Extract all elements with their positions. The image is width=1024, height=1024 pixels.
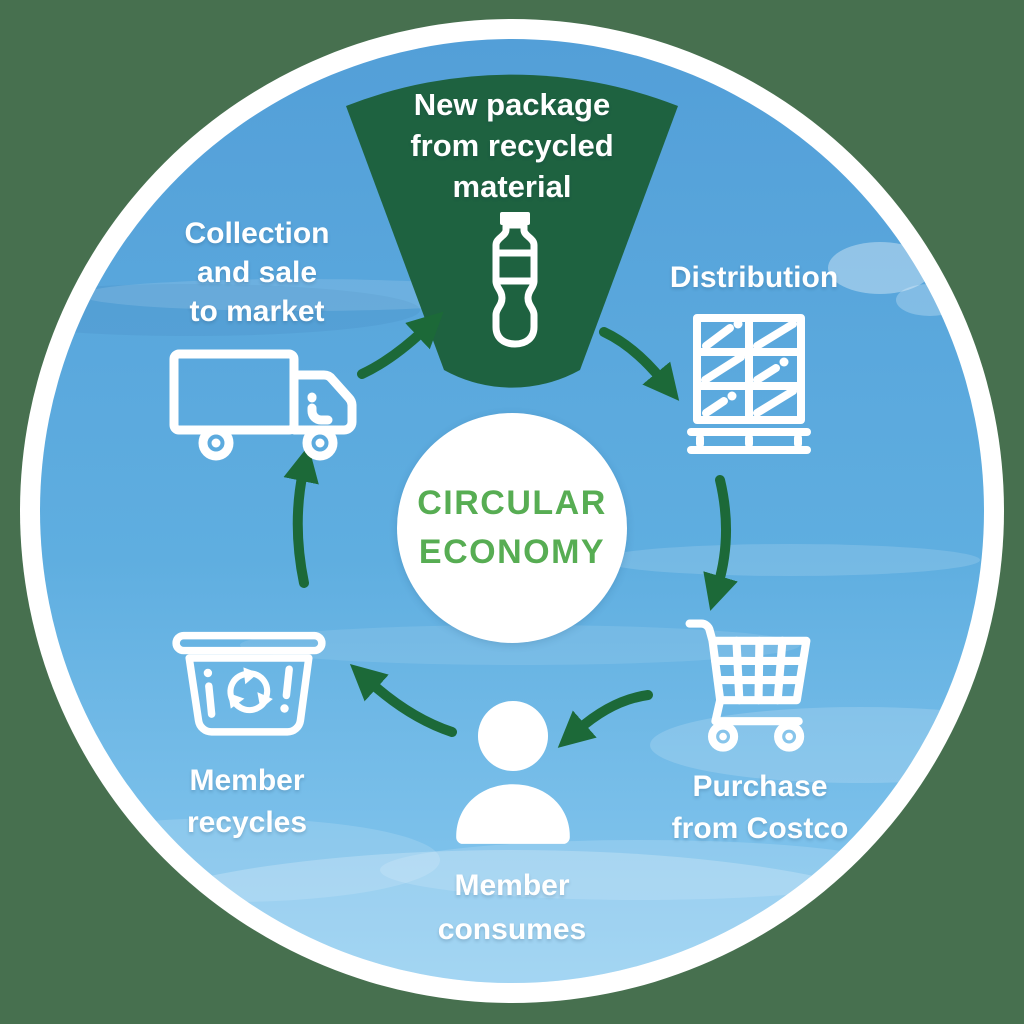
label-purchase-from-costco: Purchase from Costco <box>671 770 849 845</box>
person-icon <box>456 700 570 844</box>
new-package-wedge <box>346 74 678 388</box>
center-title-line1: CIRCULAR <box>417 483 607 522</box>
flow-arrows <box>283 311 738 748</box>
label-member-recycles: Member recycles <box>186 764 308 839</box>
recycle-bin-icon <box>172 631 326 736</box>
delivery-truck-icon <box>169 349 357 461</box>
center-circle: CIRCULAR ECONOMY <box>397 413 627 643</box>
bottle-icon <box>492 212 538 348</box>
pallet-crates-icon <box>687 314 811 454</box>
arrow-distribution-to-purchase <box>703 475 738 611</box>
center-title-line2: ECONOMY <box>418 533 606 571</box>
shopping-cart-icon <box>685 619 811 752</box>
arrow-member-consumes-to-member-recycles <box>349 663 457 737</box>
arrow-new-package-to-distribution <box>599 327 680 401</box>
label-new-package: New package from recycled material <box>410 87 614 205</box>
label-distribution: Distribution <box>669 261 839 294</box>
recycling-arrows-glyph <box>227 667 273 714</box>
label-member-consumes: Member consumes <box>437 869 587 946</box>
arrow-collection-to-new-package <box>357 311 444 379</box>
label-collection-and-sale: Collection and sale to market <box>184 217 330 328</box>
arrow-member-recycles-to-collection <box>283 445 319 588</box>
arrow-purchase-to-member-consumes <box>557 690 653 748</box>
